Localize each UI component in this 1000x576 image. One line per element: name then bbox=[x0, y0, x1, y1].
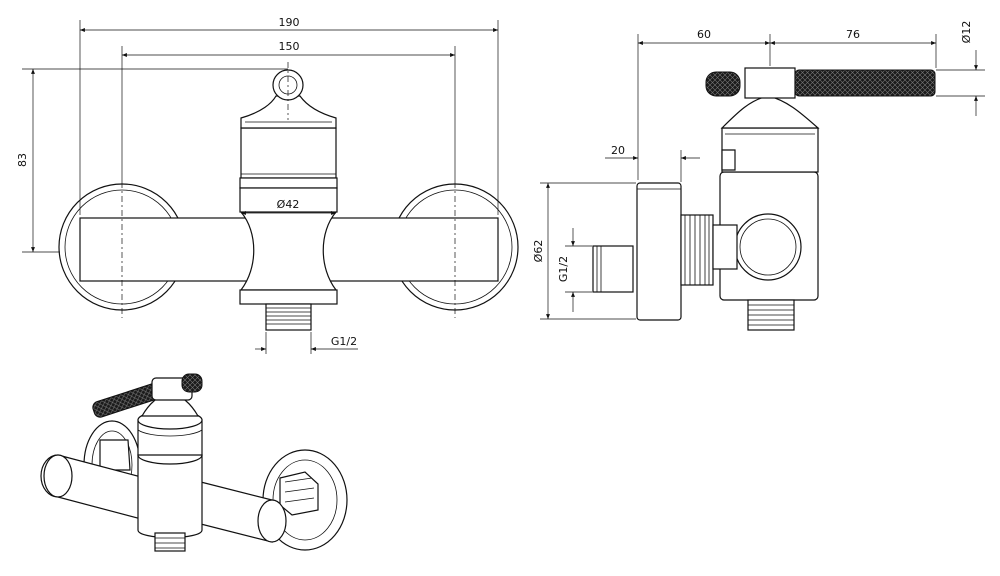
side-view: 60 76 Ø12 20 Ø62 G1/2 bbox=[532, 21, 985, 331]
dim-thread-side: G1/2 bbox=[557, 256, 570, 282]
dim-20: 20 bbox=[611, 144, 625, 157]
top-cap bbox=[240, 95, 337, 129]
dim-76: 76 bbox=[846, 28, 860, 41]
dim-190: 190 bbox=[279, 16, 300, 29]
side-cartridge bbox=[721, 127, 819, 173]
persp-outlet-thread bbox=[154, 532, 186, 552]
persp-lever-knob bbox=[181, 373, 203, 393]
side-inlet-thread bbox=[592, 245, 634, 293]
dim-150: 150 bbox=[279, 40, 300, 53]
dim-60: 60 bbox=[697, 28, 711, 41]
cartridge-housing bbox=[240, 127, 337, 179]
perspective-view bbox=[40, 373, 348, 552]
front-view: 190 150 83 Ø42 G1/2 bbox=[16, 16, 519, 354]
dim-thread-front: G1/2 bbox=[331, 335, 357, 348]
dim-dia-12: Ø12 bbox=[960, 21, 973, 44]
side-cap bbox=[720, 95, 820, 129]
side-flange bbox=[636, 182, 682, 321]
lever-handle bbox=[794, 69, 936, 97]
persp-hex bbox=[279, 471, 319, 516]
side-body-round bbox=[734, 213, 802, 281]
lever-hub bbox=[744, 67, 796, 99]
dim-dia-42: Ø42 bbox=[277, 198, 300, 211]
lever-knob bbox=[705, 71, 741, 97]
mixer-body bbox=[239, 211, 338, 291]
hex-nut bbox=[680, 214, 714, 286]
dim-dia-62: Ø62 bbox=[532, 240, 545, 263]
persp-body bbox=[137, 454, 203, 539]
dim-83: 83 bbox=[16, 153, 29, 167]
